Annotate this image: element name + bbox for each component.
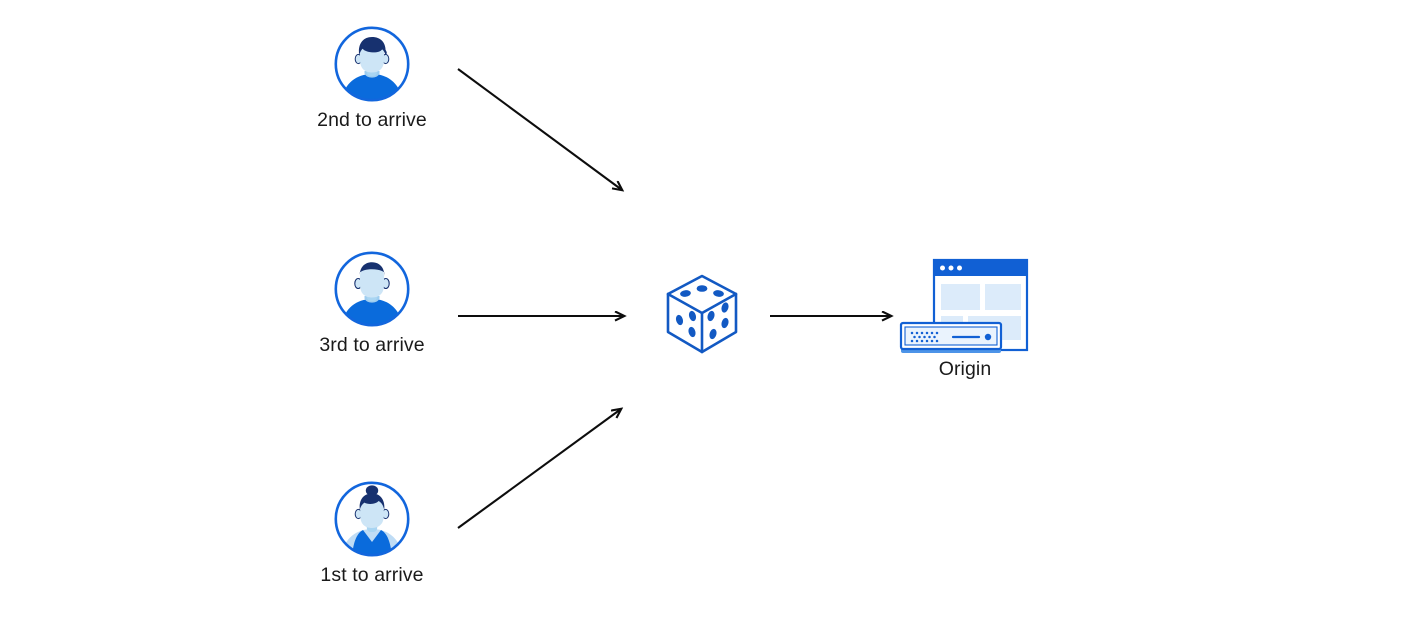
origin-server-icon (899, 258, 1029, 353)
client-node-3rd[interactable]: 3rd to arrive (319, 250, 425, 356)
user-avatar-icon (334, 481, 410, 557)
arrow-1st-to-dice (457, 409, 621, 529)
client-label-1st: 1st to arrive (320, 564, 424, 586)
client-node-2nd[interactable]: 2nd to arrive (317, 25, 427, 131)
client-label-2nd: 2nd to arrive (317, 109, 427, 131)
arrow-2nd-to-dice (457, 68, 622, 190)
client-label-3rd: 3rd to arrive (319, 334, 425, 356)
client-node-1st[interactable]: 1st to arrive (320, 480, 423, 586)
origin-label: Origin (938, 358, 992, 380)
origin-node[interactable]: Origin (899, 258, 1029, 380)
user-avatar-icon (334, 251, 410, 327)
dice-icon (666, 274, 738, 354)
randomizer-node[interactable] (662, 272, 742, 356)
user-avatar-icon (334, 26, 410, 102)
server-appliance-icon (899, 321, 1003, 353)
